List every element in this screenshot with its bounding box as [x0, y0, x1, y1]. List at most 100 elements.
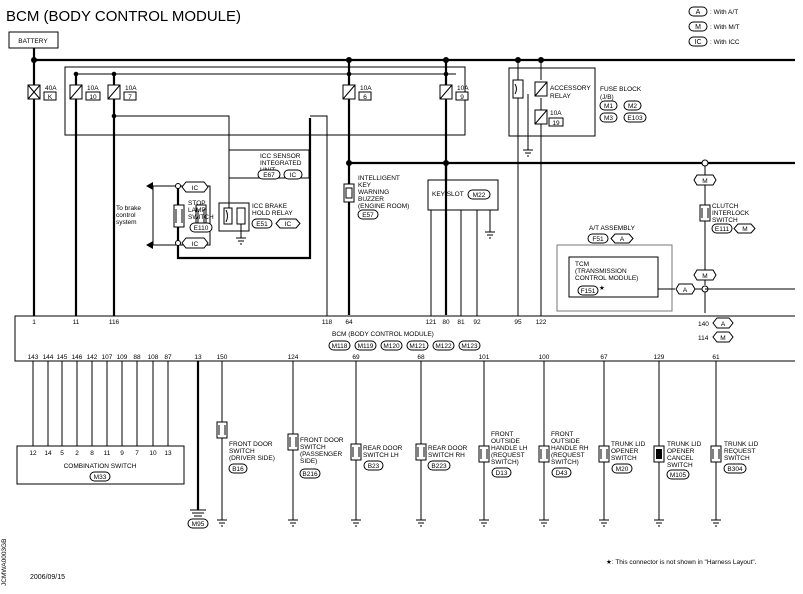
svg-text:92: 92: [473, 319, 481, 326]
svg-text:F51: F51: [592, 236, 604, 243]
svg-text:10A: 10A: [457, 85, 469, 92]
svg-text:IC: IC: [285, 221, 292, 228]
svg-text:1: 1: [32, 319, 36, 326]
fuse-10a-7: 10A 7: [107, 74, 230, 316]
svg-text:M120: M120: [383, 343, 400, 350]
intelligent-key-buzzer: INTELLIGENT KEY WARNING BUZZER (ENGINE R…: [343, 175, 409, 220]
svg-text:M: M: [695, 24, 701, 31]
switch-front-door-passenger: FRONT DOOR SWITCH (PASSENGER SIDE) B216: [287, 361, 344, 527]
svg-text:(ENGINE ROOM): (ENGINE ROOM): [358, 203, 409, 210]
svg-text:SWITCH): SWITCH): [551, 459, 579, 466]
svg-text:116: 116: [109, 319, 120, 326]
svg-text:SWITCH LH: SWITCH LH: [363, 452, 399, 459]
svg-text:M105: M105: [670, 472, 687, 479]
svg-text:INTELLIGENT: INTELLIGENT: [358, 175, 400, 182]
ic-badge-bottom: IC: [181, 237, 209, 249]
svg-text:SWITCH: SWITCH: [667, 462, 693, 469]
at-assembly: A/T ASSEMBLY F51 A: [556, 225, 673, 312]
svg-text:A: A: [620, 236, 625, 243]
svg-text:122: 122: [536, 319, 547, 326]
svg-text:13: 13: [164, 450, 172, 457]
ground-m95: M95: [187, 361, 209, 529]
svg-text:10A: 10A: [360, 85, 372, 92]
key-slot: KEY SLOT M22: [427, 179, 499, 316]
svg-text:K: K: [48, 94, 53, 101]
svg-text:OPENER: OPENER: [611, 448, 639, 455]
legend-item-at: A : With A/T: [688, 6, 738, 17]
fuse-10a-6: 10A 6: [342, 84, 372, 101]
svg-text:69: 69: [352, 354, 360, 361]
svg-text:(J/B): (J/B): [600, 94, 614, 101]
svg-text:CANCEL: CANCEL: [667, 455, 694, 462]
svg-text:M119: M119: [358, 343, 374, 350]
svg-text:19: 19: [552, 120, 560, 127]
svg-text:FRONT DOOR: FRONT DOOR: [229, 441, 273, 448]
svg-text:40A: 40A: [45, 85, 57, 92]
svg-text:SIDE): SIDE): [300, 458, 317, 465]
switch-front-outside-handle-lh: FRONT OUTSIDE HANDLE LH (REQUEST SWITCH)…: [478, 361, 528, 527]
svg-text:D43: D43: [556, 470, 568, 477]
svg-text:TRUNK LID: TRUNK LID: [611, 441, 646, 448]
page-title: BCM (BODY CONTROL MODULE): [6, 8, 241, 25]
svg-text:system: system: [116, 219, 137, 226]
revision-date: 2006/09/15: [30, 574, 65, 581]
tcm: TCM (TRANSMISSION CONTROL MODULE) F151 ★…: [568, 256, 705, 298]
svg-text:87: 87: [164, 354, 172, 361]
svg-text:B216: B216: [302, 471, 318, 478]
svg-text:: With A/T: : With A/T: [710, 9, 738, 16]
svg-text:M20: M20: [616, 466, 629, 473]
svg-text:HOLD RELAY: HOLD RELAY: [252, 210, 293, 217]
svg-text:10: 10: [149, 450, 157, 457]
power-bus: [31, 48, 795, 316]
switch-rear-door-lh: REAR DOOR SWITCH LH B23: [350, 361, 403, 527]
svg-text:CONTROL MODULE): CONTROL MODULE): [575, 275, 638, 282]
m-badge-lower: M: [693, 269, 717, 281]
svg-text:E57: E57: [362, 212, 374, 219]
fuse-block-label: FUSE BLOCK (J/B) M1 M2 M3 E103: [599, 86, 647, 123]
battery-box: BATTERY: [8, 31, 59, 49]
svg-text:88: 88: [133, 354, 141, 361]
svg-text:B16: B16: [232, 466, 244, 473]
svg-text:BUZZER: BUZZER: [358, 196, 384, 203]
svg-text:124: 124: [288, 354, 299, 361]
legend: A : With A/T M : With M/T IC : With ICC: [688, 6, 740, 47]
svg-text:TRUNK LID: TRUNK LID: [724, 441, 759, 448]
svg-text:KEY: KEY: [358, 182, 372, 189]
svg-text:80: 80: [442, 319, 450, 326]
svg-text:M118: M118: [332, 343, 348, 350]
svg-text:E51: E51: [256, 221, 268, 228]
svg-text:M123: M123: [461, 343, 478, 350]
stop-lamp-switch: STOP LAMP SWITCH E110: [165, 183, 214, 246]
svg-text:RELAY: RELAY: [550, 93, 571, 100]
svg-text:TRUNK LID: TRUNK LID: [667, 441, 702, 448]
svg-text:BCM (BODY CONTROL MODULE): BCM (BODY CONTROL MODULE): [332, 331, 434, 338]
svg-text:143: 143: [28, 354, 39, 361]
svg-text:A/T ASSEMBLY: A/T ASSEMBLY: [589, 225, 636, 232]
svg-text:E103: E103: [627, 115, 643, 122]
svg-text:FRONT: FRONT: [491, 431, 513, 438]
svg-text:IC: IC: [695, 39, 702, 46]
svg-text:61: 61: [712, 354, 720, 361]
switch-trunk-lid-opener: TRUNK LID OPENER SWITCH M20: [598, 361, 646, 527]
svg-text:109: 109: [117, 354, 128, 361]
svg-text:11: 11: [73, 319, 80, 326]
svg-text:A: A: [721, 321, 726, 328]
svg-text:TCM: TCM: [575, 261, 589, 268]
svg-text:control: control: [116, 212, 136, 219]
svg-text:8: 8: [90, 450, 94, 457]
fuse-10a-10: 10A 10: [69, 74, 101, 316]
svg-text:(REQUEST: (REQUEST: [551, 452, 585, 459]
svg-text:OUTSIDE: OUTSIDE: [491, 438, 521, 445]
svg-text:M22: M22: [473, 192, 486, 199]
switch-front-door-driver: FRONT DOOR SWITCH (DRIVER SIDE) B16: [216, 361, 275, 527]
svg-text:142: 142: [87, 354, 98, 361]
svg-text:140: 140: [698, 321, 709, 328]
icc-brake-hold-relay: ICC BRAKE HOLD RELAY E51 IC: [218, 202, 301, 245]
brake-control-arrows: To brake control system: [116, 182, 165, 249]
svg-text:11: 11: [104, 450, 111, 457]
svg-text:13: 13: [194, 354, 202, 361]
svg-text:10A: 10A: [125, 85, 137, 92]
svg-text:: With ICC: : With ICC: [710, 39, 740, 46]
svg-text:E111: E111: [715, 226, 730, 233]
